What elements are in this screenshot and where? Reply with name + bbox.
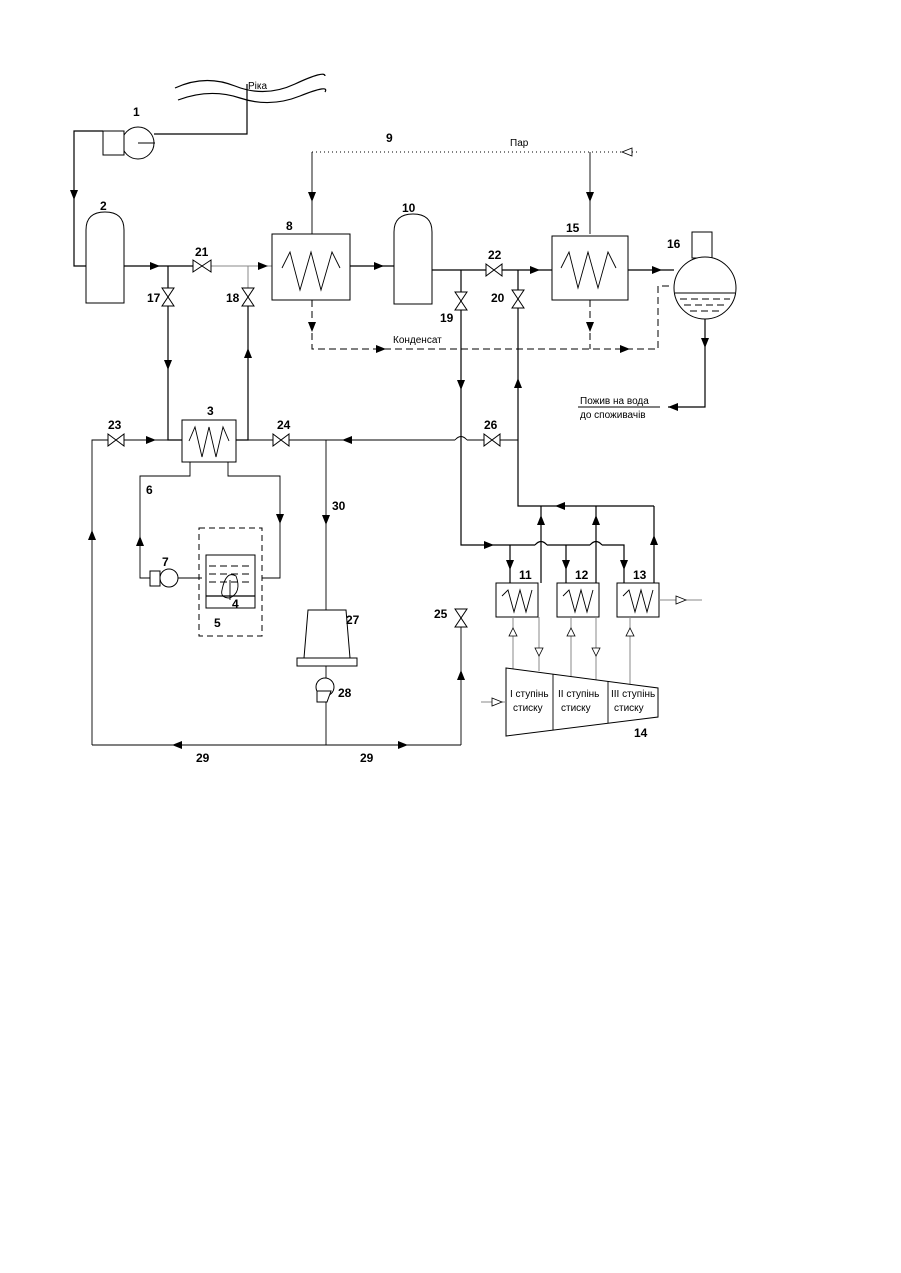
valve-24 [273,434,289,446]
label-6: 6 [146,483,153,497]
intercooler-12 [557,583,599,617]
river: Ріка [175,74,326,102]
intercooler-11 [496,583,538,617]
heater-15 [552,236,628,300]
label-25: 25 [434,607,448,621]
label-20: 20 [491,291,505,305]
heater-8 [272,234,350,300]
pump-28 [316,678,334,702]
pump-7 [150,569,178,587]
label-21: 21 [195,245,209,259]
deaerator-16 [674,232,736,319]
valve-19 [455,292,467,310]
stage-2-line1: II ступінь [558,689,599,700]
label-3: 3 [207,404,214,418]
stage-2-line2: стиску [561,703,591,714]
tank-10 [394,214,432,304]
label-30: 30 [332,499,346,513]
label-28: 28 [338,686,352,700]
label-16: 16 [667,237,681,251]
valve-25 [455,609,467,627]
river-label: Ріка [248,81,267,92]
label-5: 5 [214,616,221,630]
stage-3-line2: стиску [614,703,644,714]
steam-label: Пар [510,138,529,149]
valve-20 [512,290,524,308]
stage-1-line1: I ступінь [510,689,549,700]
valve-22 [486,264,502,276]
label-29-right: 29 [360,751,374,765]
condensate-label: Конденсат [393,335,442,346]
intercooler-13 [617,583,659,617]
label-8: 8 [286,219,293,233]
label-9: 9 [386,131,393,145]
label-12: 12 [575,568,589,582]
label-1: 1 [133,105,140,119]
valve-18 [242,288,254,306]
label-22: 22 [488,248,502,262]
tank-2 [86,212,124,303]
label-17: 17 [147,291,161,305]
label-29-left: 29 [196,751,210,765]
stage-3-line1: III ступінь [611,689,655,700]
valve-21 [193,260,211,272]
label-23: 23 [108,418,122,432]
label-27: 27 [346,613,360,627]
label-2: 2 [100,199,107,213]
feed-water-label-1: Пожив на вода [580,396,649,407]
label-13: 13 [633,568,647,582]
label-14: 14 [634,726,648,740]
label-18: 18 [226,291,240,305]
label-26: 26 [484,418,498,432]
feed-water-label-2: до споживачів [580,410,646,421]
label-7: 7 [162,555,169,569]
label-4: 4 [232,597,239,611]
stage-1-line2: стиску [513,703,543,714]
valve-23 [108,434,124,446]
label-19: 19 [440,311,454,325]
valve-26 [484,434,500,446]
label-15: 15 [566,221,580,235]
heat-exchanger-3 [182,420,236,462]
river-pump [103,127,155,159]
label-11: 11 [519,568,532,582]
label-24: 24 [277,418,291,432]
label-10: 10 [402,201,416,215]
valve-17 [162,288,174,306]
